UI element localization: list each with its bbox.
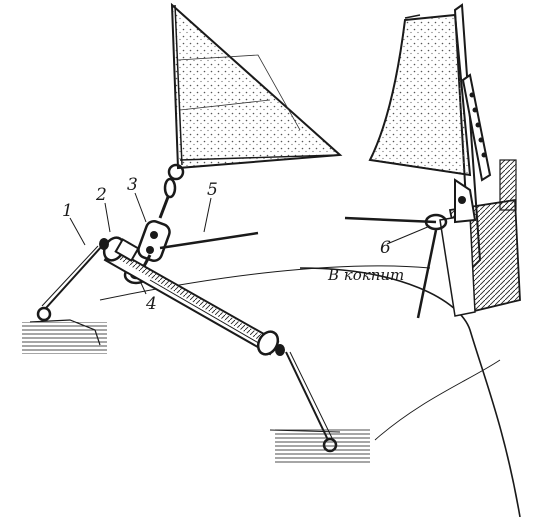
deck-eye-right — [269, 428, 370, 464]
deck-edge — [299, 267, 521, 517]
label-1: 1 — [62, 201, 73, 221]
sheet-line-right — [344, 216, 437, 224]
sheet-block — [137, 220, 171, 269]
cockpit-bulkhead — [439, 159, 521, 317]
bar-end-fitting-right — [256, 330, 285, 356]
label-4: 4 — [146, 294, 157, 314]
label-cockpit: В кокпит — [328, 266, 405, 284]
deck-inner-line — [99, 265, 431, 301]
deck-eye-left — [22, 306, 107, 354]
sheet-line-5 — [159, 231, 259, 250]
label-3: 3 — [127, 175, 138, 195]
stay-wire-left — [45, 245, 103, 309]
label-5: 5 — [207, 180, 218, 200]
traveler-bar — [103, 246, 280, 356]
jib-sail-left — [170, 2, 343, 170]
line-to-cockpit — [416, 229, 438, 319]
jib-sail-right — [368, 13, 472, 177]
label-6: 6 — [380, 238, 391, 258]
stay-wire-right — [285, 351, 329, 441]
clew-shackle — [158, 163, 185, 219]
label-2: 2 — [96, 185, 107, 205]
